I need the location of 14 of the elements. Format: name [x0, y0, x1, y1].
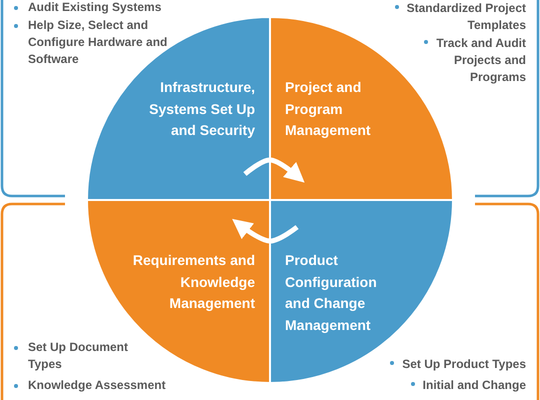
bullet-item: Set Up Product Types	[360, 356, 526, 373]
bullet-item: Set Up Document Types	[14, 339, 148, 373]
curved-arrow	[232, 218, 299, 244]
segment-title: Project and Program Management	[285, 78, 372, 140]
segment-title: Infrastructure, Systems Set Up and Security	[148, 78, 255, 140]
segment-title: Product Configuration and Change Management	[285, 251, 378, 335]
bullet-item: Help Size, Select and Configure Hardware and Software	[14, 17, 173, 68]
segment-title: Requirements and Knowledge Management	[132, 251, 255, 313]
bullet-item: Audit Existing Systems	[14, 0, 198, 16]
bullet-item: Knowledge Assessment	[14, 377, 198, 394]
bullet-item: Track and Audit Projects and Programs	[400, 35, 526, 86]
bullet-item: Initial and Change	[360, 377, 526, 394]
curved-arrow	[243, 158, 305, 183]
bullet-item: Standardized Project Templates	[350, 0, 526, 34]
